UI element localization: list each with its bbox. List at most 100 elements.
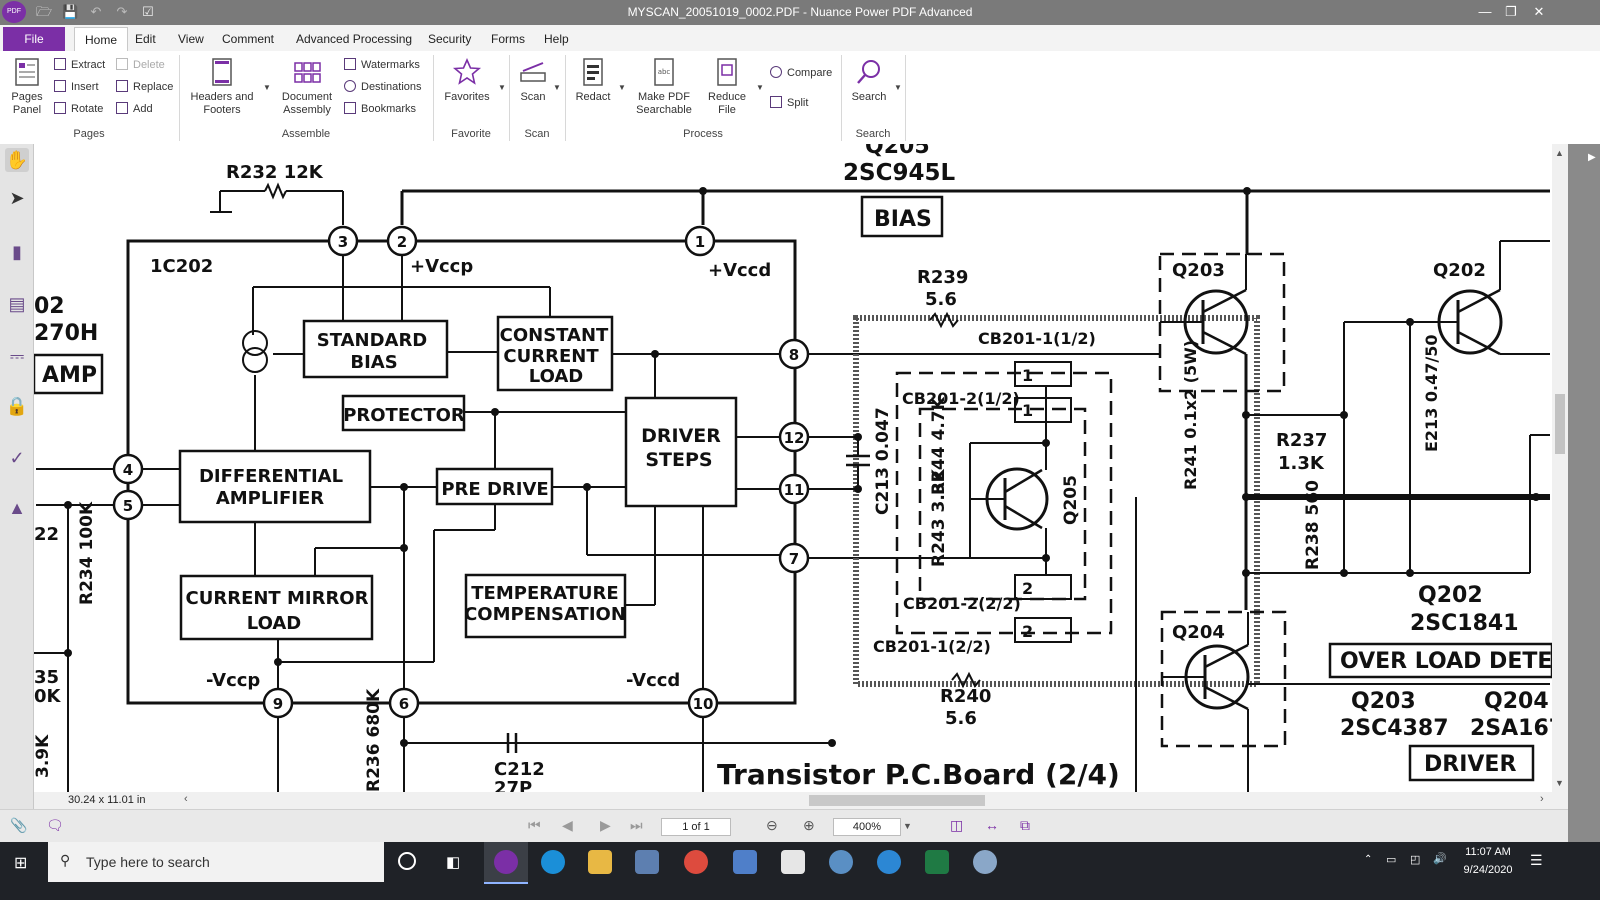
chrome-icon[interactable] bbox=[684, 850, 708, 874]
search-dropdown-icon[interactable]: ▼ bbox=[894, 83, 902, 92]
clock-time[interactable]: 11:07 AM bbox=[1465, 846, 1511, 858]
replace-button[interactable]: Replace bbox=[116, 79, 173, 95]
make-searchable-button[interactable]: abc Make PDF Searchable bbox=[632, 57, 696, 117]
scan-button[interactable]: Scan bbox=[514, 57, 552, 104]
favorites-dropdown-icon[interactable]: ▼ bbox=[498, 83, 506, 92]
battery-icon[interactable]: ▭ bbox=[1386, 854, 1397, 866]
next-page-icon[interactable]: ▶ bbox=[600, 817, 611, 833]
lock-icon[interactable]: 🔒 bbox=[5, 396, 29, 416]
tab-view[interactable]: View bbox=[178, 32, 204, 46]
tab-forms[interactable]: Forms bbox=[491, 32, 525, 46]
tab-help[interactable]: Help bbox=[544, 32, 569, 46]
delete-button[interactable]: Delete bbox=[116, 57, 165, 73]
split-button[interactable]: Split bbox=[770, 95, 808, 111]
comments-icon[interactable]: 🗨 bbox=[46, 817, 64, 833]
restore-icon[interactable]: ❐ bbox=[1505, 4, 1517, 19]
pages-panel-icon[interactable]: ▤ bbox=[8, 294, 26, 314]
destinations-button[interactable]: Destinations bbox=[344, 79, 422, 95]
customize-toolbar-icon[interactable]: ☑ bbox=[142, 4, 154, 19]
insert-button[interactable]: Insert bbox=[54, 79, 99, 95]
zoom-dropdown-icon[interactable]: ▼ bbox=[903, 821, 912, 831]
save-icon[interactable]: 💾 bbox=[62, 4, 79, 19]
select-tool-icon[interactable]: ➤ bbox=[9, 188, 25, 208]
tab-home[interactable]: Home bbox=[74, 27, 128, 52]
redo-icon[interactable]: ↷ bbox=[116, 4, 128, 19]
pages-panel-button[interactable]: Pages Panel bbox=[6, 57, 48, 117]
search-button[interactable]: Search bbox=[848, 57, 890, 104]
taskbar-power-pdf-active[interactable] bbox=[484, 842, 528, 884]
tray-chevron-icon[interactable]: ⌃ bbox=[1364, 854, 1373, 865]
image-icon[interactable]: ▲ bbox=[8, 498, 26, 518]
document-assembly-button[interactable]: Document Assembly bbox=[276, 57, 338, 117]
tab-security[interactable]: Security bbox=[428, 32, 472, 46]
cortana-icon[interactable] bbox=[398, 852, 416, 870]
edge-icon[interactable] bbox=[541, 850, 565, 874]
signature-icon[interactable]: ✓ bbox=[9, 448, 25, 468]
undo-icon[interactable]: ↶ bbox=[90, 4, 102, 19]
calculator-icon[interactable] bbox=[733, 850, 757, 874]
previous-page-icon[interactable]: ◀ bbox=[562, 817, 573, 833]
hand-tool-icon[interactable]: ✋ bbox=[5, 148, 29, 172]
scan-dropdown-icon[interactable]: ▼ bbox=[553, 83, 561, 92]
zoom-out-icon[interactable]: ⊖ bbox=[766, 817, 778, 833]
r239-value: 5.6 bbox=[925, 289, 957, 310]
taskbar-search-box[interactable]: ⚲ Type here to search bbox=[48, 842, 384, 882]
reduce-file-button[interactable]: Reduce File bbox=[704, 57, 750, 117]
scroll-thumb[interactable] bbox=[1555, 394, 1565, 454]
scroll-down-icon[interactable]: ▼ bbox=[1555, 778, 1564, 788]
full-screen-icon[interactable]: ⧉ bbox=[1020, 817, 1030, 833]
redact-dropdown-icon[interactable]: ▼ bbox=[618, 83, 626, 92]
minimize-icon[interactable]: — bbox=[1478, 4, 1492, 19]
scroll-right-icon[interactable]: › bbox=[1540, 793, 1544, 805]
close-icon[interactable]: ✕ bbox=[1533, 4, 1545, 19]
volume-icon[interactable]: 🔊 bbox=[1433, 853, 1447, 865]
expand-panel-icon[interactable]: ▶ bbox=[1588, 152, 1596, 163]
favorites-button[interactable]: Favorites bbox=[440, 57, 494, 104]
fit-page-icon[interactable]: ◫ bbox=[950, 817, 964, 833]
teamviewer-icon[interactable] bbox=[877, 850, 901, 874]
horizontal-scroll-thumb[interactable] bbox=[809, 795, 985, 806]
page-number-field[interactable]: 1 of 1 bbox=[661, 818, 731, 836]
zoom-field[interactable]: 400% bbox=[833, 818, 901, 836]
file-menu[interactable]: File bbox=[3, 27, 65, 51]
file-explorer-icon[interactable] bbox=[588, 850, 612, 874]
headers-footers-button[interactable]: Headers and Footers bbox=[186, 57, 258, 117]
vertical-scrollbar[interactable]: ▲ ▼ bbox=[1552, 144, 1568, 792]
watermarks-button[interactable]: Watermarks bbox=[344, 57, 420, 73]
rotate-button[interactable]: Rotate bbox=[54, 101, 103, 117]
q204-label: Q204 bbox=[1484, 689, 1549, 714]
bookmarks-panel-icon[interactable]: ▮ bbox=[12, 242, 22, 262]
bookmarks-button[interactable]: Bookmarks bbox=[344, 101, 416, 117]
document-view[interactable]: 3 2 1 4 5 8 12 11 7 9 6 10 R232 12K Q205… bbox=[34, 144, 1552, 792]
first-page-icon[interactable]: ⏮ bbox=[528, 817, 541, 833]
headers-footers-dropdown-icon[interactable]: ▼ bbox=[263, 83, 271, 92]
excel-icon[interactable] bbox=[925, 850, 949, 874]
fit-width-icon[interactable]: ↔ bbox=[985, 817, 999, 833]
clock-date[interactable]: 9/24/2020 bbox=[1463, 864, 1513, 876]
reduce-file-dropdown-icon[interactable]: ▼ bbox=[756, 83, 764, 92]
scroll-up-icon[interactable]: ▲ bbox=[1555, 148, 1564, 158]
network-app-icon[interactable] bbox=[829, 850, 853, 874]
open-folder-icon[interactable]: 🗁 bbox=[36, 4, 53, 19]
attachment-icon[interactable]: 📎 bbox=[10, 817, 28, 833]
task-view-icon[interactable]: ◧ bbox=[446, 854, 461, 871]
add-button[interactable]: Add bbox=[116, 101, 153, 117]
zoom-in-icon[interactable]: ⊕ bbox=[803, 817, 815, 833]
q202-top-label: Q202 bbox=[1433, 260, 1486, 281]
windows-start-icon[interactable]: ⊞ bbox=[14, 855, 28, 872]
app-logo-icon[interactable]: PDF bbox=[2, 1, 26, 23]
last-page-icon[interactable]: ⏭ bbox=[630, 817, 643, 833]
tab-edit[interactable]: Edit bbox=[135, 32, 156, 46]
compare-button[interactable]: Compare bbox=[770, 65, 832, 81]
extract-button[interactable]: Extract bbox=[54, 57, 105, 73]
redact-button[interactable]: Redact bbox=[572, 57, 614, 104]
app-icon[interactable] bbox=[973, 850, 997, 874]
notifications-icon[interactable]: ☰ bbox=[1530, 852, 1543, 868]
signal-app-icon[interactable] bbox=[781, 850, 805, 874]
tab-advanced-processing[interactable]: Advanced Processing bbox=[296, 32, 413, 46]
scroll-left-icon[interactable]: ‹ bbox=[184, 793, 188, 805]
stamp-icon[interactable]: ⎓ bbox=[9, 346, 25, 366]
tab-comment[interactable]: Comment bbox=[222, 32, 275, 46]
paint-icon[interactable] bbox=[635, 850, 659, 874]
network-icon[interactable]: ◰ bbox=[1410, 854, 1421, 866]
